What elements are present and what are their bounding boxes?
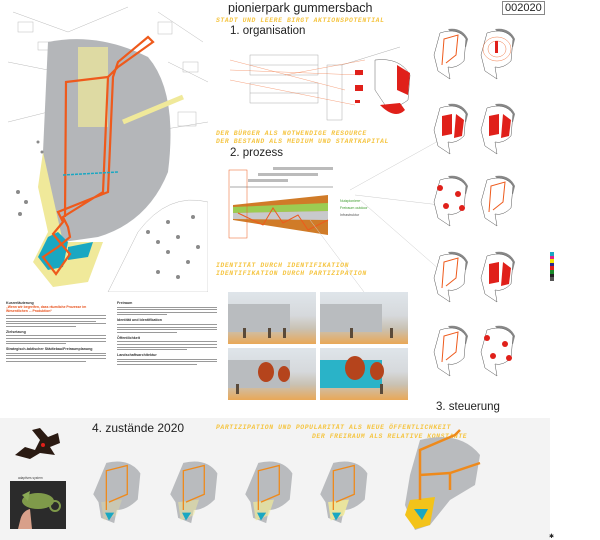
heading-zustaende: 4. zustände 2020 [92, 421, 185, 435]
slogan-3a: IDENTITÄT DURCH IDENTIFIKATION [216, 262, 350, 269]
gummersbach-figure-ground [15, 428, 60, 459]
text-column-right: Freiraum Identität und Identifikation Öf… [117, 298, 217, 367]
heading-freiraum: Freiraum [117, 301, 133, 305]
scene-photo-4 [320, 348, 408, 400]
slogan-3b: IDENTIFIKATION DURCH PARTIZIPATION [216, 270, 367, 277]
text-column-left: Kurzerläuterung „Wenn wir begreifen, das… [6, 298, 106, 363]
scene-photo-2 [320, 292, 408, 344]
steuerung-map [480, 251, 515, 303]
entry-code: 002020 [502, 1, 545, 15]
north-arrow-icon: ✱ [549, 534, 555, 540]
heading-organisation: 1. organisation [230, 25, 306, 37]
organisation-diagram [229, 46, 411, 121]
steuerung-map [480, 103, 515, 155]
steuerung-map [433, 175, 468, 227]
slogan-2b: DER BESTAND ALS MEDIUM UND STARTKAPITAL [216, 138, 389, 145]
steuerung-map [480, 28, 515, 80]
heading-oeff: Öffentlichkeit [117, 335, 140, 340]
steuerung-map [480, 325, 515, 377]
slogan-1: STADT UND LEERE BIRGT AKTIONSPOTENTIAL [216, 17, 385, 24]
scene-photo-3 [228, 348, 316, 400]
color-swatch [550, 255, 554, 260]
quote: „Wenn wir begreifen, dass räumliche Proz… [6, 305, 87, 314]
heading-steuerung: 3. steuerung [436, 401, 500, 413]
zustand-map [320, 461, 368, 524]
page-title: pionierpark gummersbach [228, 1, 373, 15]
steuerung-map [433, 325, 468, 377]
color-swatch [550, 262, 554, 267]
slogan-4a: PARTIZIPATION UND POPULARITÄT ALS NEUE Ö… [216, 424, 452, 431]
legend-infrastruktur: Infrastruktur [340, 213, 360, 217]
color-swatch [550, 277, 554, 281]
zustand-map [93, 461, 141, 524]
color-swatch [550, 259, 554, 263]
label-adaptive: adaptives system [18, 476, 43, 480]
heading-strat: Strategisch-taktischer Städtebau/Freirau… [6, 347, 93, 352]
slogan-2a: DER BÜRGER ALS NOTWENDIGE RESOURCE [216, 130, 367, 137]
heading-kurz: Kurzerläuterung [6, 301, 34, 305]
prozess-diagram [228, 167, 333, 239]
prozess-legend: Nutzpioniere Freiraum outdoor Infrastruk… [340, 198, 368, 219]
color-swatch [550, 269, 554, 274]
steuerung-map [433, 28, 468, 80]
color-swatch [550, 252, 554, 256]
zustand-map [170, 461, 218, 524]
legend-nutzpioniere: Nutzpioniere [340, 199, 361, 203]
heading-prozess: 2. prozess [230, 147, 284, 159]
legend-freiraum-outdoor: Freiraum outdoor [340, 206, 368, 210]
heading-ziel: Zielsetzung [6, 329, 26, 334]
color-calibration-strip [550, 252, 554, 281]
scene-photo-1 [228, 292, 316, 344]
color-swatch [550, 266, 554, 270]
master-plan [8, 6, 208, 292]
color-swatch [550, 273, 554, 278]
heading-land: Landschaftsarchitektur [117, 353, 157, 358]
steuerung-map [480, 175, 515, 227]
chameleon-photo [10, 481, 66, 529]
zustand-map [245, 461, 293, 524]
heading-ident: Identität und Identifikation [117, 318, 162, 323]
steuerung-map [433, 251, 468, 303]
steuerung-map [433, 103, 468, 155]
zustand-map-final [405, 429, 481, 530]
slogan-4b: DER FREIRAUM ALS RELATIVE KONSTANTE [312, 433, 468, 440]
